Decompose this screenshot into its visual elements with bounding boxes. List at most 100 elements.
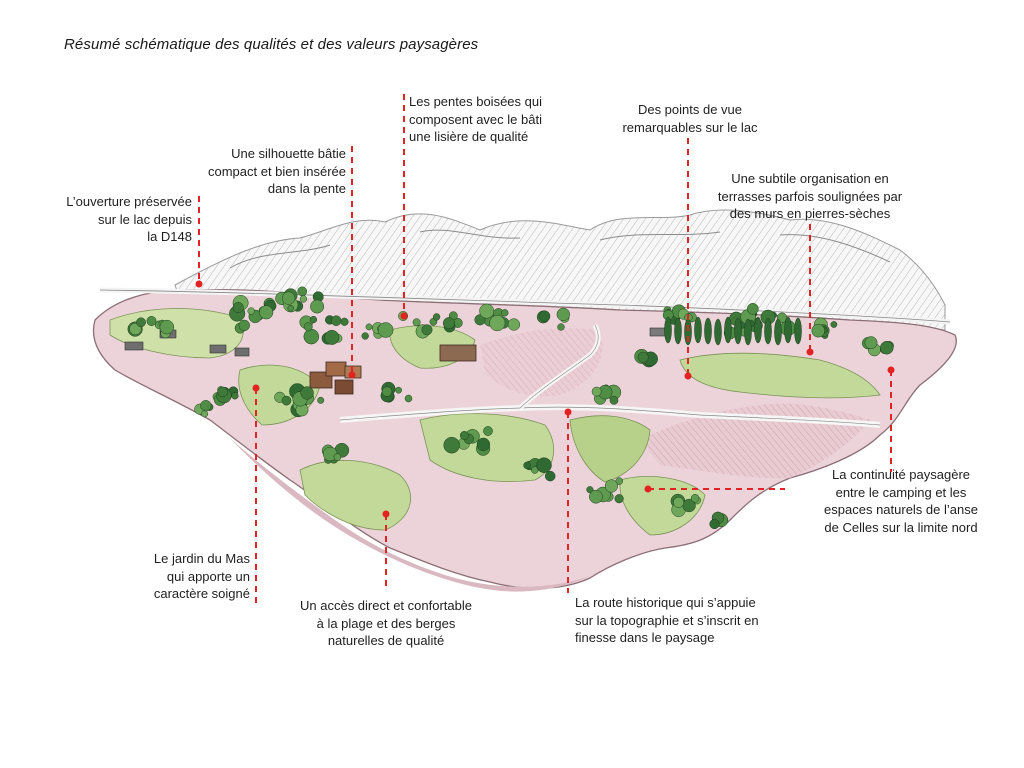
cypress-tree	[764, 317, 772, 345]
trees	[127, 286, 894, 530]
tree	[442, 317, 455, 330]
tree	[309, 315, 318, 324]
tree	[281, 395, 292, 406]
tree	[217, 386, 228, 398]
dot-pentes	[400, 312, 408, 320]
tree	[523, 461, 531, 470]
tree	[557, 323, 565, 331]
tree	[259, 305, 274, 320]
tree	[238, 319, 250, 332]
tree	[421, 324, 433, 336]
annotation-silhouette: Une silhouette bâtie compact et bien ins…	[207, 146, 346, 196]
tree	[404, 394, 413, 403]
tree	[536, 457, 552, 473]
tree	[412, 318, 421, 327]
annotation-acces: Un accès direct et confortable à la plag…	[300, 598, 472, 648]
tree	[303, 328, 320, 345]
tree	[556, 307, 570, 322]
tree	[324, 329, 340, 345]
annotation-ouverture: L’ouverture préservée sur le lac depuis …	[66, 194, 192, 244]
tree	[381, 386, 393, 397]
tree	[443, 436, 460, 454]
tree	[299, 295, 308, 303]
dot-silhouette	[348, 371, 356, 379]
tree	[365, 323, 373, 331]
dot-route-2	[644, 485, 652, 493]
tree	[538, 310, 551, 322]
annotation-points-vue: Des points de vue remarquables sur le la…	[622, 102, 758, 135]
dot-continuite	[887, 366, 895, 374]
tree	[746, 303, 759, 315]
tree	[459, 431, 469, 440]
tree	[231, 392, 239, 400]
annotation-route: La route historique qui s’appuie sur la …	[575, 595, 759, 645]
dot-points-vue	[684, 372, 692, 380]
tree	[864, 336, 878, 350]
tree	[146, 316, 157, 326]
tree	[709, 518, 720, 530]
buildings-cluster	[124, 327, 667, 395]
dot-route	[564, 408, 572, 416]
tree	[673, 496, 685, 508]
tree	[159, 319, 175, 335]
tree	[317, 396, 325, 404]
tree	[476, 437, 491, 452]
tree	[287, 304, 294, 312]
tree	[483, 426, 493, 436]
tree	[330, 315, 342, 326]
tree	[297, 286, 308, 297]
tree	[880, 340, 894, 355]
tree	[614, 494, 624, 504]
tree	[609, 395, 619, 405]
tree	[589, 489, 603, 504]
tree	[830, 321, 838, 328]
dot-jardin	[252, 384, 260, 392]
tree	[200, 400, 212, 412]
annotation-pentes: Les pentes boisées qui composent avec le…	[409, 94, 542, 144]
dot-ouverture	[195, 280, 203, 288]
tree	[232, 301, 244, 314]
annotation-terrasses: Une subtile organisation en terrasses pa…	[717, 171, 903, 221]
annotation-continuite: La continuité paysagère entre le camping…	[824, 467, 978, 535]
tree	[377, 322, 394, 338]
tree	[333, 453, 342, 461]
tree	[811, 323, 825, 338]
annotation-dots	[195, 280, 895, 518]
tree	[586, 486, 594, 494]
tree	[310, 299, 325, 314]
page-title: Résumé schématique des qualités et des v…	[64, 36, 479, 53]
leader-lines	[198, 94, 892, 606]
cypress-tree	[754, 316, 762, 344]
cypress-tree	[664, 316, 672, 344]
tree	[507, 318, 521, 331]
tree	[201, 410, 209, 418]
tree	[591, 386, 602, 397]
annotation-jardin: Le jardin du Mas qui apporte un caractèr…	[153, 551, 250, 601]
tree	[604, 479, 618, 493]
cypress-tree	[694, 316, 702, 344]
tree	[247, 307, 255, 315]
tree	[479, 303, 495, 319]
cypress-tree	[724, 316, 732, 344]
dot-terrasses	[806, 348, 814, 356]
tree	[395, 386, 402, 394]
cypress-tree	[704, 317, 712, 345]
tree	[432, 313, 441, 321]
cypress-tree	[674, 317, 682, 345]
tree	[136, 317, 146, 328]
tree	[489, 315, 506, 332]
tree	[300, 386, 314, 400]
tree	[544, 470, 556, 482]
cypress-tree	[734, 317, 742, 345]
cypress-tree	[794, 317, 802, 345]
tree	[501, 309, 509, 317]
tree	[637, 351, 649, 363]
tree	[340, 317, 349, 326]
tree	[303, 322, 313, 332]
cypress-tree	[784, 316, 792, 344]
dot-acces	[382, 510, 390, 518]
cypress-tree	[774, 318, 782, 346]
cypress-tree	[714, 318, 722, 346]
tree	[361, 332, 369, 340]
